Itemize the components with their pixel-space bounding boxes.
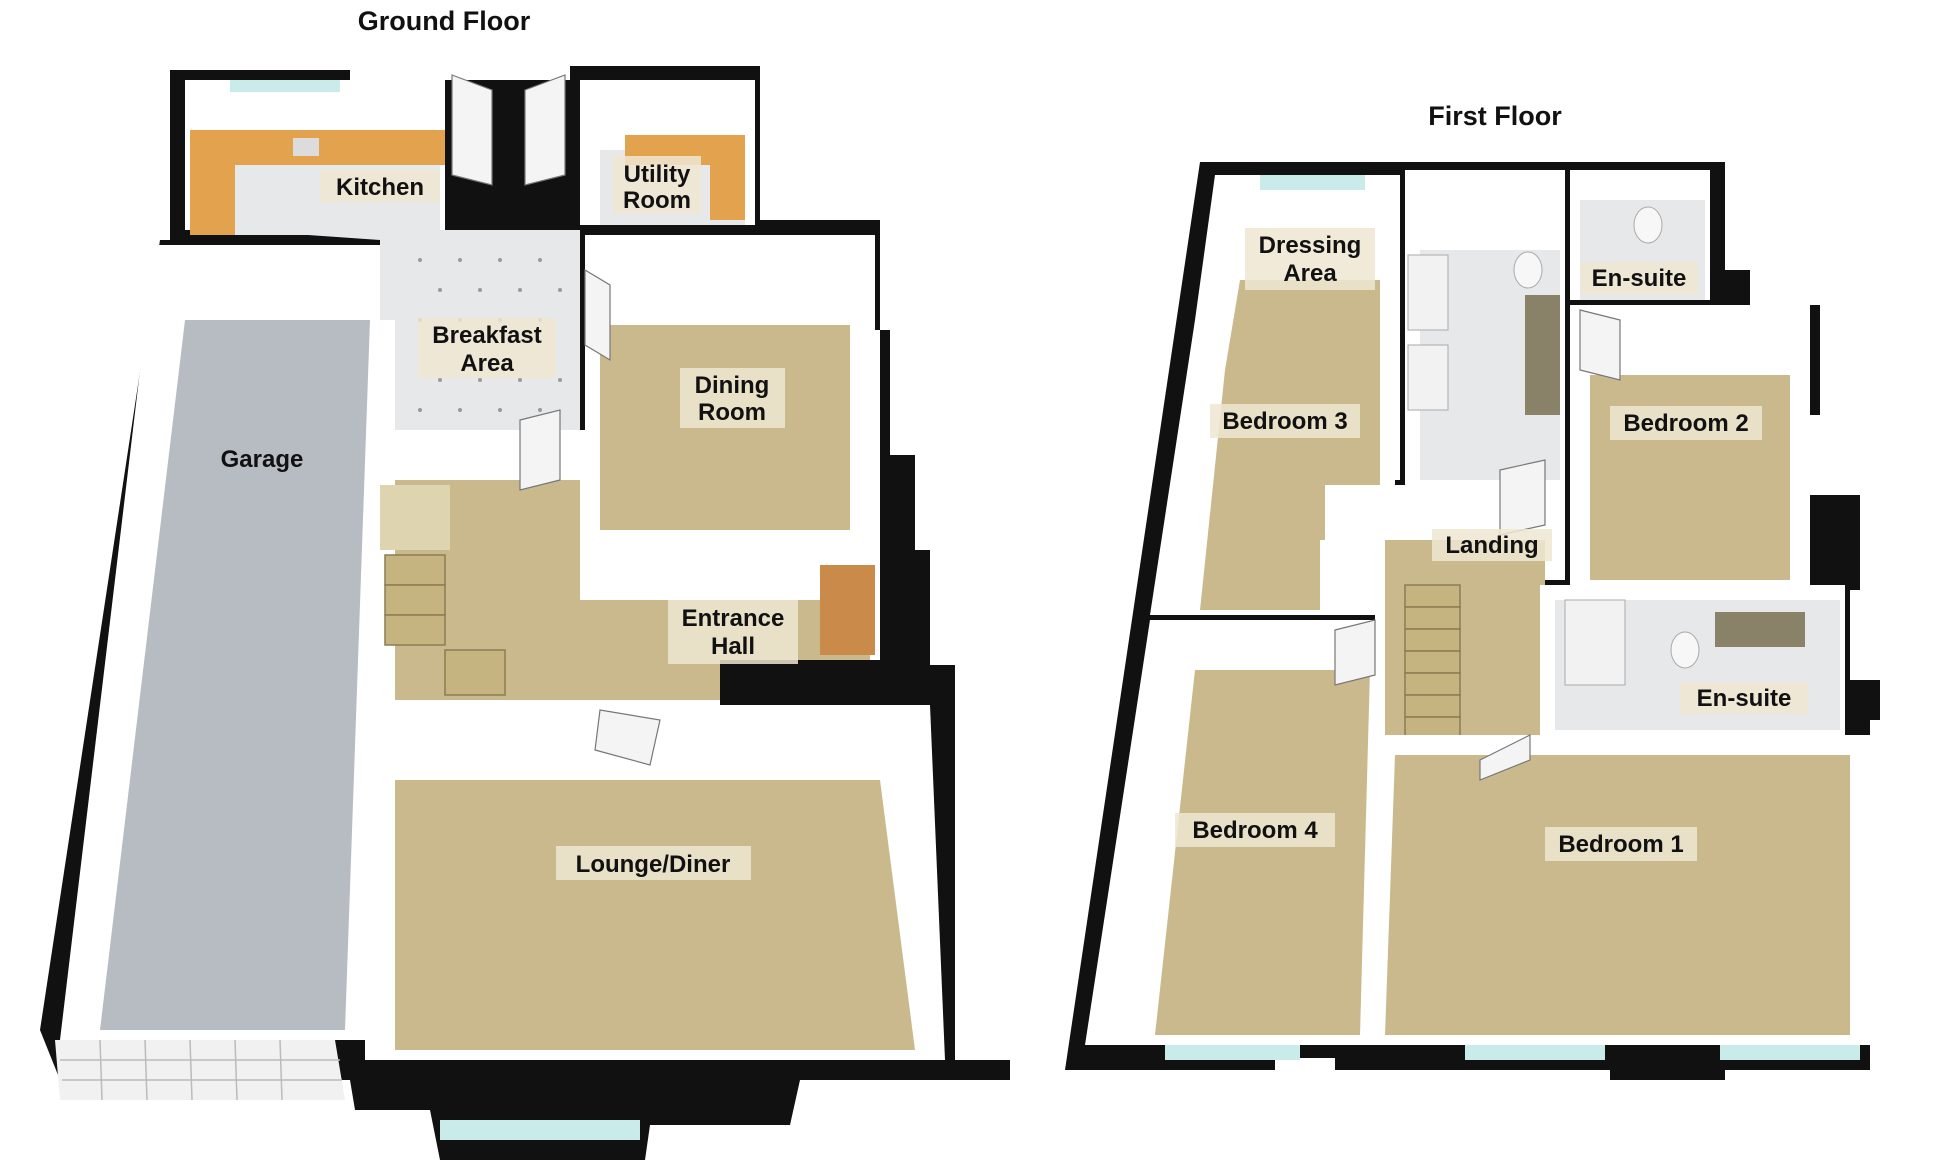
hall-door [519, 409, 561, 491]
bedroom1-floor [1385, 755, 1850, 1035]
room-label-breakfast: Breakfast Area [418, 318, 556, 378]
kitchen-label: Kitchen [336, 174, 424, 201]
ensuite-mid-toilet-icon [1670, 631, 1700, 669]
room-label-garage: Garage [221, 446, 304, 473]
dining-label-line2: Room [698, 399, 766, 426]
room-label-ensuite-mid: En-suite [1680, 682, 1808, 714]
room-label-bedroom2: Bedroom 2 [1610, 406, 1762, 440]
ensuite-top-toilet-icon [1633, 206, 1663, 244]
room-label-entrance: Entrance Hall [668, 600, 798, 664]
bedroom4-door [1334, 619, 1376, 686]
toilet-icon [1513, 251, 1543, 289]
entrance-label-line2: Hall [711, 633, 755, 660]
utility-label-line1: Utility [624, 161, 691, 188]
bedroom4-floor [1155, 670, 1370, 1035]
lounge-bay-window [440, 1120, 640, 1140]
bedroom2-door [1579, 309, 1621, 381]
room-label-lounge: Lounge/Diner [556, 846, 751, 880]
dressing-label-line1: Dressing [1259, 232, 1362, 259]
kitchen-worktop [190, 130, 445, 235]
breakfast-french-door-left [451, 74, 493, 186]
ensuite-mid-label: En-suite [1697, 685, 1792, 712]
entrance-label-line1: Entrance [682, 605, 785, 632]
garage-floor [100, 320, 370, 1030]
room-label-kitchen: Kitchen [320, 170, 440, 202]
vanity-unit [1525, 295, 1560, 415]
dining-door [584, 268, 611, 362]
first-stairs [1404, 584, 1461, 740]
lounge-label: Lounge/Diner [576, 851, 731, 878]
bedroom1-window-right [1720, 1045, 1860, 1060]
bedroom1-window-left [1465, 1045, 1605, 1060]
bedroom2-floor [1590, 375, 1790, 580]
ground-floor-title: Ground Floor [358, 6, 531, 36]
room-label-ensuite-top: En-suite [1580, 262, 1698, 294]
bedroom1-label: Bedroom 1 [1558, 831, 1683, 858]
bedroom4-label: Bedroom 4 [1192, 817, 1318, 844]
ground-floor-plan: Ground Floor Kitchen Utility Room Breakf… [40, 6, 1010, 1160]
shower-icon [1407, 344, 1449, 411]
lounge-door [594, 709, 661, 766]
bedroom4-window [1165, 1045, 1300, 1060]
room-label-dining: Dining Room [680, 368, 785, 428]
bedroom2-label: Bedroom 2 [1623, 410, 1748, 437]
front-door [820, 565, 875, 655]
garage-label: Garage [221, 446, 304, 473]
room-label-landing: Landing [1432, 529, 1552, 561]
room-label-bedroom3: Bedroom 3 [1210, 404, 1360, 438]
dressing-window [1260, 175, 1365, 190]
ensuite-mid-shower-icon [1564, 599, 1626, 686]
breakfast-label-line2: Area [460, 350, 514, 377]
dining-label-line1: Dining [695, 372, 770, 399]
room-label-bedroom1: Bedroom 1 [1545, 827, 1697, 861]
garage-door [55, 1039, 345, 1101]
breakfast-floor [235, 230, 580, 470]
lounge-floor [395, 780, 915, 1050]
landing-door [1499, 459, 1546, 536]
cloakroom-floor [380, 485, 450, 550]
room-label-bedroom4: Bedroom 4 [1175, 813, 1335, 847]
first-floor-plan: First Floor Dressing Area En-suite Bedro… [1065, 101, 1880, 1080]
sink-icon [293, 138, 319, 156]
breakfast-french-door-right [524, 74, 566, 186]
landing-label: Landing [1445, 532, 1538, 559]
breakfast-label-line1: Breakfast [432, 322, 541, 349]
bedroom1-door [1479, 734, 1531, 781]
kitchen-window [230, 80, 340, 92]
dressing-label-line2: Area [1283, 260, 1337, 287]
room-label-dressing: Dressing Area [1245, 228, 1375, 290]
utility-label-line2: Room [623, 187, 691, 214]
first-floor-title: First Floor [1428, 101, 1562, 131]
ensuite-top-label: En-suite [1592, 265, 1687, 292]
bath-icon [1407, 254, 1449, 331]
ensuite-mid-vanity [1715, 612, 1805, 647]
room-label-utility: Utility Room [613, 156, 701, 214]
bedroom3-label: Bedroom 3 [1222, 408, 1347, 435]
ground-stairs [384, 554, 506, 696]
